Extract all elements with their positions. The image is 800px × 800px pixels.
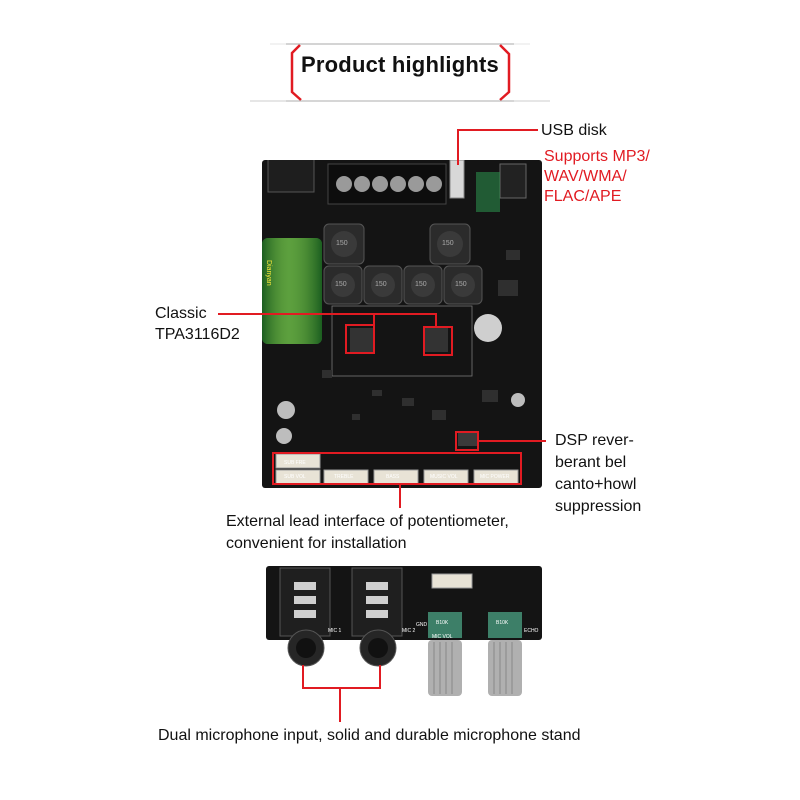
silk-inductor-3: 150 (335, 281, 347, 288)
silk-bass: BASS (386, 474, 400, 480)
microphone-board: MIC 1 MIC 2 MIC VOL ECHO GND B10K B10K (266, 566, 542, 696)
silk-treble: TREBLE (334, 474, 354, 480)
silk-mic-vol: MIC VOL (432, 634, 453, 640)
silk-sub-fre: SUB FRE (284, 460, 306, 466)
dsp-callout-line-1: DSP rever- (555, 432, 634, 449)
microphone-board-graphic (279, 567, 522, 696)
mic-callout: Dual microphone input, solid and durable… (158, 727, 581, 744)
title-banner: Product highlights (0, 0, 800, 110)
silk-gnd: GND (416, 622, 428, 628)
silk-inductor-1: 150 (336, 240, 348, 247)
silk-music-vol: MUSIC VOL (430, 474, 458, 480)
silk-b10k-1: B10K (436, 620, 449, 626)
title-frame (250, 43, 550, 102)
usb-callout-format-1: Supports MP3/ (544, 148, 650, 165)
chip-callout-line-1: Classic (155, 305, 207, 322)
usb-callout-format-2: WAV/WMA/ (544, 168, 627, 185)
amplifier-board-graphic (262, 160, 527, 485)
silk-inductor-5: 150 (415, 281, 427, 288)
silk-inductor-4: 150 (375, 281, 387, 288)
usb-callout-format-3: FLAC/APE (544, 188, 622, 205)
silk-mic1: MIC 1 (328, 628, 342, 634)
silk-echo: ECHO (524, 628, 539, 634)
chip-callout-line-2: TPA3116D2 (155, 326, 240, 343)
pot-callout-line-2: convenient for installation (226, 535, 407, 552)
silk-mic-power: MIC POWER (480, 474, 510, 480)
page-title: Product highlights (301, 52, 499, 77)
silk-inductor-2: 150 (442, 240, 454, 247)
silk-inductor-6: 150 (455, 281, 467, 288)
usb-callout-title: USB disk (541, 122, 607, 139)
silk-sub-vol: SUB VOL (284, 474, 306, 480)
dsp-callout-line-4: suppression (555, 498, 642, 515)
silk-cap-brand: Dianyan (265, 260, 272, 286)
pot-callout-line-1: External lead interface of potentiometer… (226, 513, 509, 530)
silk-b10k-2: B10K (496, 620, 509, 626)
dsp-callout-line-2: berant bel (555, 454, 627, 471)
dsp-callout-line-3: canto+howl (555, 476, 637, 493)
silk-mic2: MIC 2 (402, 628, 416, 634)
amplifier-board: SUB FRE SUB VOL TREBLE BASS MUSIC VOL MI… (262, 160, 542, 488)
